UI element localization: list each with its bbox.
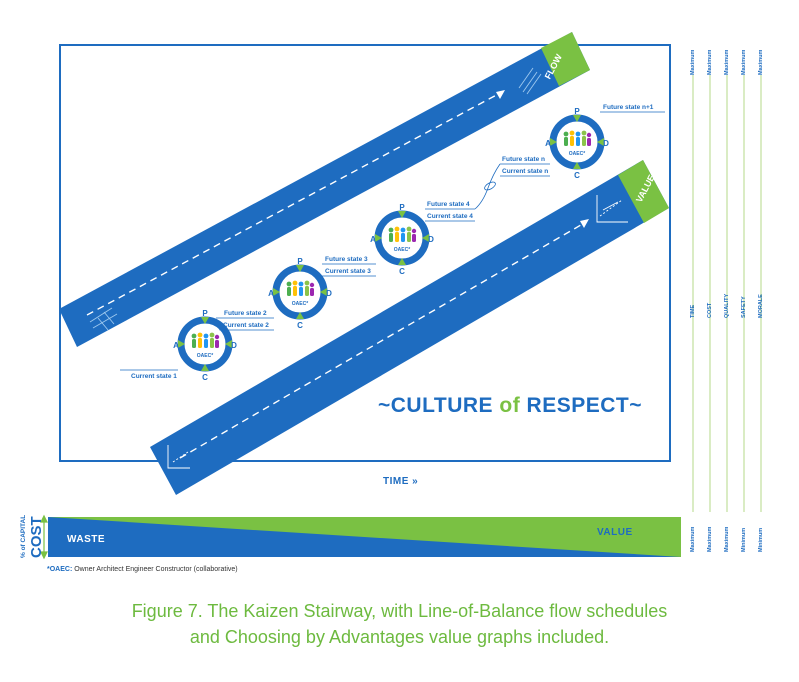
flow-band: FLOW xyxy=(59,32,590,347)
metric-min-morale: Minimum xyxy=(758,527,764,552)
oaec-label: OAEC* xyxy=(292,301,308,307)
cost-axis-label: COST xyxy=(28,516,45,558)
culture-prefix: ~CULTURE xyxy=(378,394,500,417)
metric-lines xyxy=(692,75,762,512)
state-label: Future state n xyxy=(502,156,545,163)
time-axis-label: TIME » xyxy=(383,476,419,487)
waste-value-bar xyxy=(48,517,681,557)
cycle-d: D xyxy=(231,341,237,350)
state-label: Future state n+1 xyxy=(603,104,654,111)
culture-of-respect-title: ~CULTURE of RESPECT~ xyxy=(378,394,642,418)
cycle-a: A xyxy=(370,235,376,244)
pdca-cycle-4: OAEC* P D C A xyxy=(545,107,609,180)
waste-label: WASTE xyxy=(67,534,106,545)
metric-name-quality: QUALITY xyxy=(724,293,730,318)
oaec-label: OAEC* xyxy=(197,353,213,359)
cycle-p: P xyxy=(399,203,405,212)
cycle-a: A xyxy=(173,341,179,350)
value-band: VALUE xyxy=(150,160,669,495)
flow-schedule-icon xyxy=(89,67,542,331)
metric-max-safety: Maximum xyxy=(741,49,747,75)
value-bar-label: VALUE xyxy=(597,527,633,538)
metric-name-time: TIME xyxy=(690,304,696,318)
cycle-p: P xyxy=(202,309,208,318)
metric-max-cost: Maximum xyxy=(707,49,713,75)
figure-caption: Figure 7. The Kaizen Stairway, with Line… xyxy=(0,598,799,650)
metric-max-morale: Maximum xyxy=(758,49,764,75)
metric-name-safety: SAFETY xyxy=(741,296,747,318)
state-label: Current state 3 xyxy=(325,268,371,275)
value-graph-icon-large xyxy=(596,195,628,223)
pdca-cycle-3: OAEC* P D C A xyxy=(370,203,434,276)
cycle-a: A xyxy=(268,289,274,298)
cost-axis-arrow xyxy=(40,514,48,560)
cycle-c: C xyxy=(202,373,208,382)
culture-of: of xyxy=(499,394,521,417)
cycle-a: A xyxy=(545,139,551,148)
cycle-d: D xyxy=(603,139,609,148)
metric-min-time: Maximum xyxy=(690,526,696,552)
state-label: Current state 4 xyxy=(427,213,473,220)
pdca-cycle-2: OAEC* P D C A xyxy=(268,257,332,330)
staircase-lines xyxy=(120,111,665,371)
metric-name-cost: COST xyxy=(707,302,713,318)
percent-capital-label: % of CAPITAL xyxy=(20,514,27,558)
caption-line-2: and Choosing by Advantages value graphs … xyxy=(189,627,610,647)
state-label: Future state 4 xyxy=(427,201,470,208)
cycle-d: D xyxy=(428,235,434,244)
cycle-c: C xyxy=(399,267,405,276)
state-label: Future state 2 xyxy=(224,310,267,317)
footnote: *OAEC: Owner Architect Engineer Construc… xyxy=(47,566,238,573)
pdca-cycle-1: OAEC* P D C A xyxy=(173,309,237,382)
cycle-d: D xyxy=(326,289,332,298)
state-label: Current state 2 xyxy=(223,322,269,329)
cycle-c: C xyxy=(297,321,303,330)
caption-line-1: Figure 7. The Kaizen Stairway, with Line… xyxy=(131,601,668,621)
footnote-term: *OAEC: xyxy=(47,566,73,573)
metric-max-quality: Maximum xyxy=(724,49,730,75)
metric-min-cost: Maximum xyxy=(707,526,713,552)
metric-max-time: Maximum xyxy=(690,49,696,75)
metric-min-quality: Maximum xyxy=(724,526,730,552)
metric-name-morale: MORALE xyxy=(758,294,764,318)
footnote-text: Owner Architect Engineer Constructor (co… xyxy=(72,566,238,573)
diagram-frame xyxy=(59,44,671,462)
value-graph-icon-small xyxy=(167,445,190,469)
cycle-c: C xyxy=(574,171,580,180)
state-label: Current state n xyxy=(502,168,548,175)
culture-suffix: RESPECT~ xyxy=(520,394,642,417)
metric-min-safety: Minimum xyxy=(741,527,747,552)
oaec-label: OAEC* xyxy=(569,151,585,157)
state-label: Future state 3 xyxy=(325,256,368,263)
oaec-label: OAEC* xyxy=(394,247,410,253)
cycle-p: P xyxy=(574,107,580,116)
state-label: Current state 1 xyxy=(131,373,177,380)
cycle-p: P xyxy=(297,257,303,266)
